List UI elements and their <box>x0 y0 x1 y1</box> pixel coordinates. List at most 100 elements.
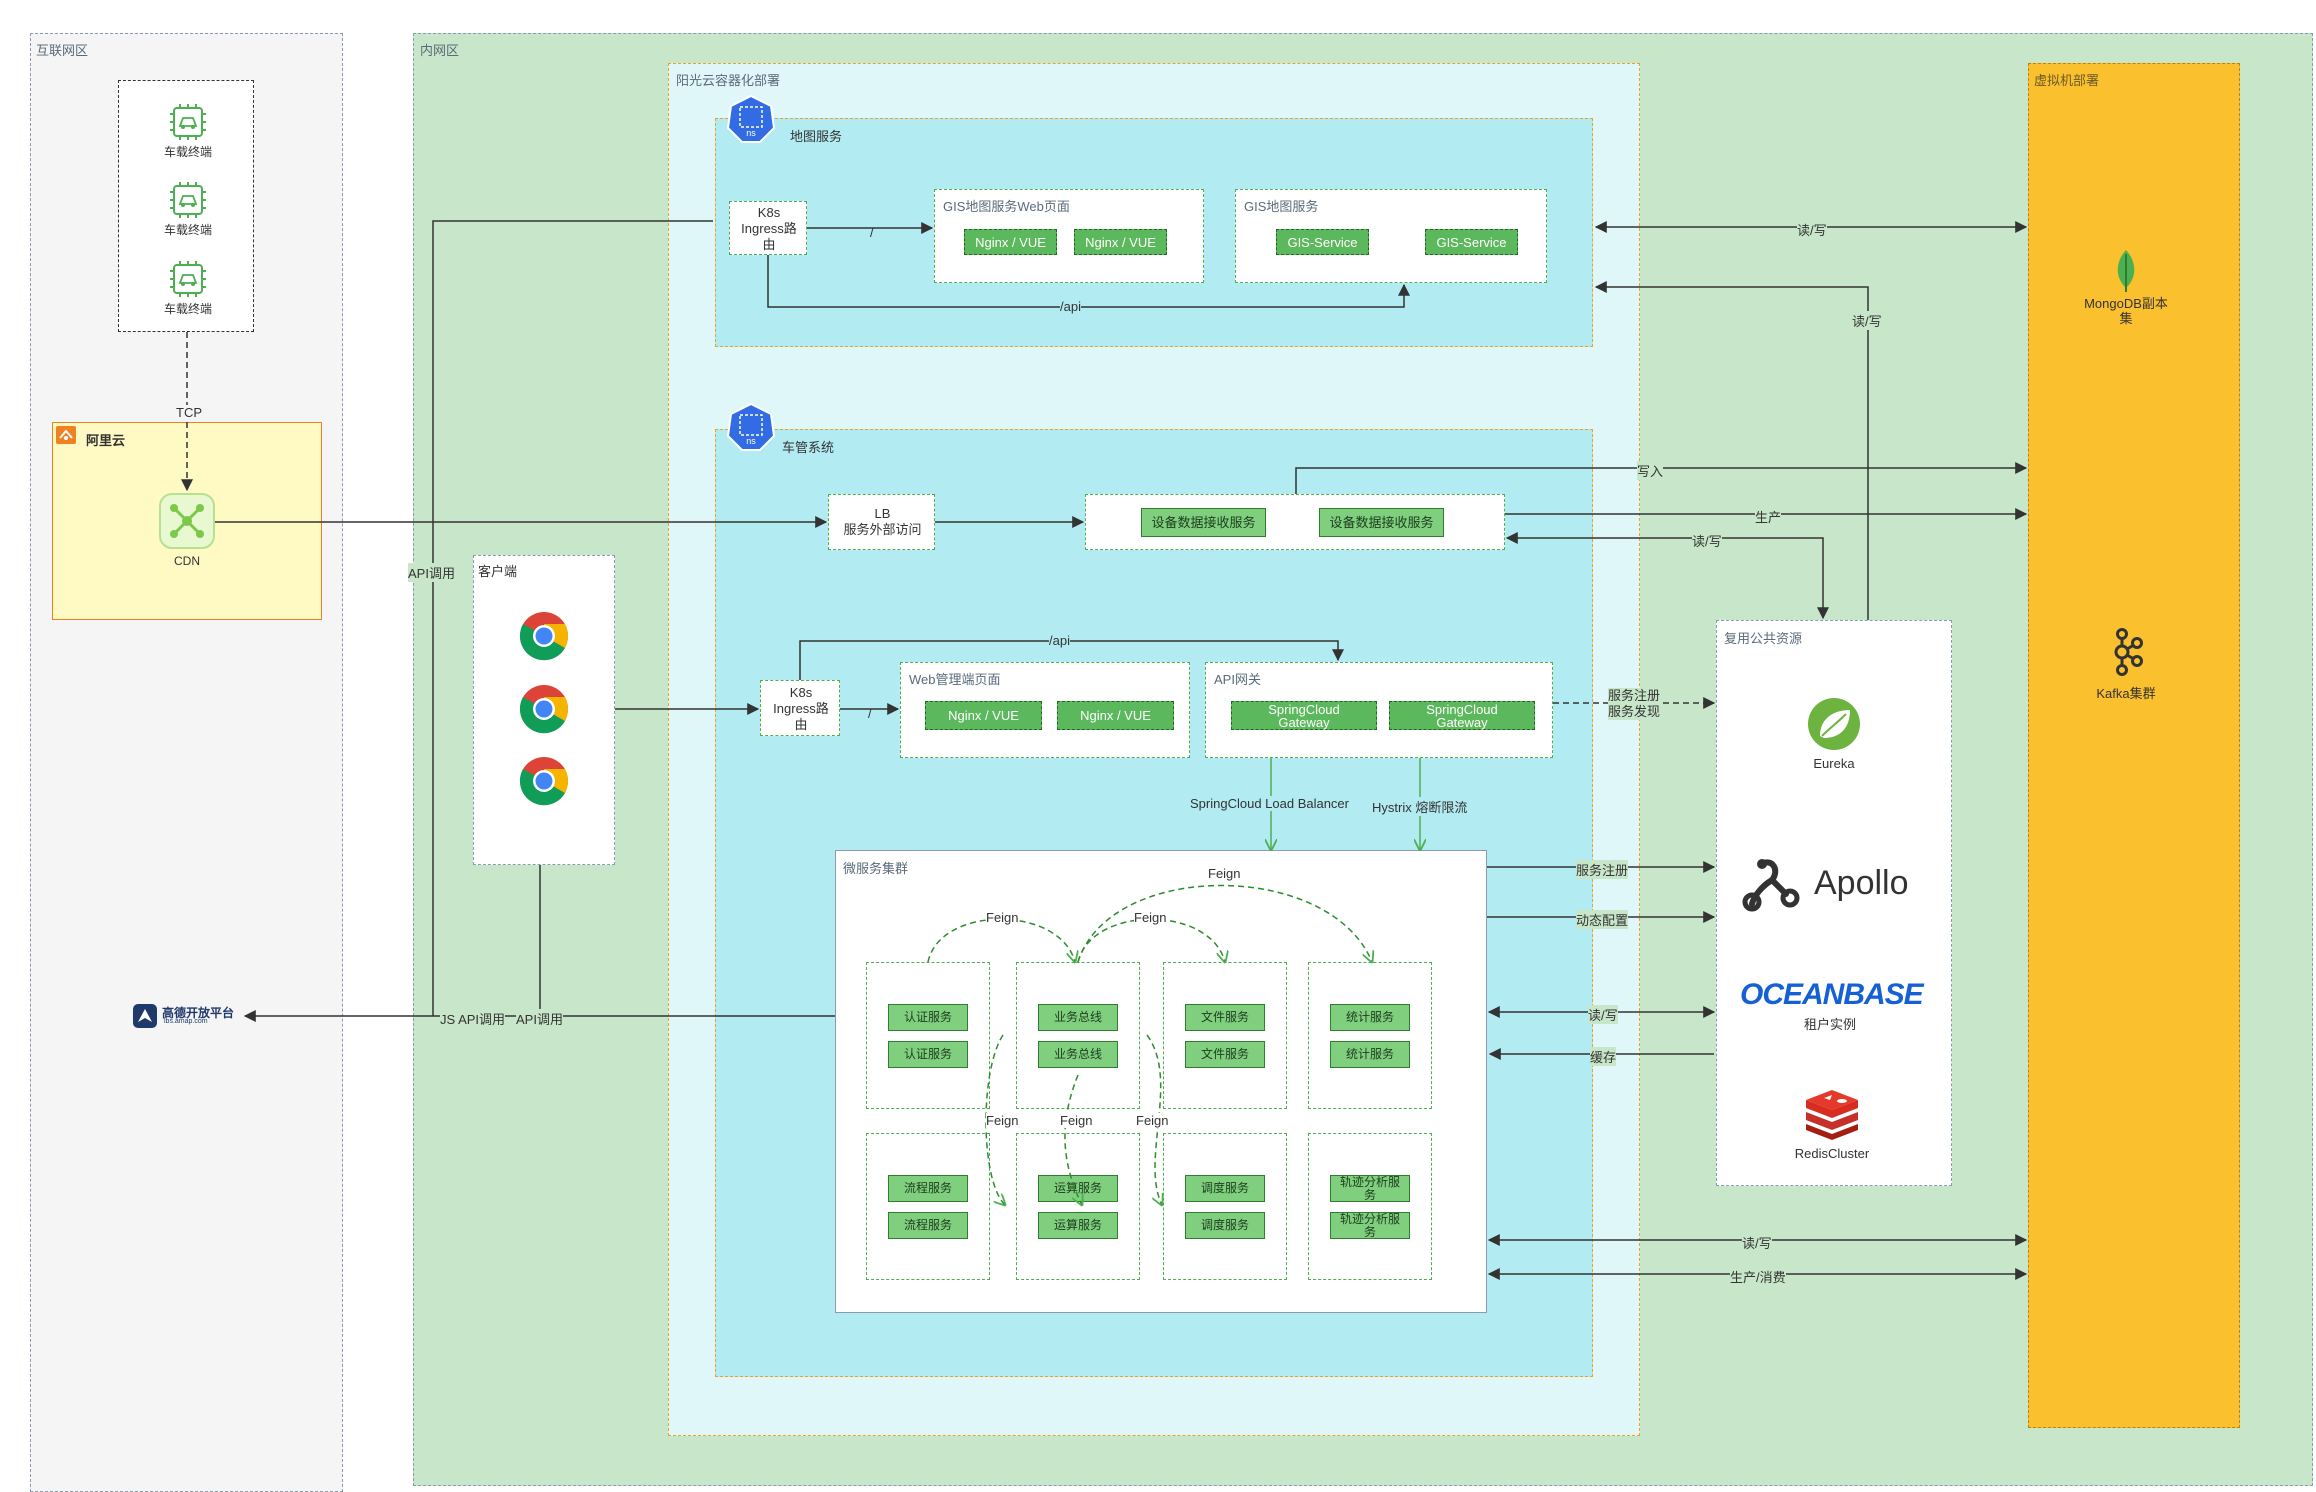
microservice-node: 业务总线 <box>1038 1041 1118 1068</box>
k8s-namespace-icon: ns <box>726 94 776 144</box>
redis-label: RedisCluster <box>1794 1146 1870 1161</box>
amap-icon <box>133 1004 157 1028</box>
spring-leaf-icon <box>1808 698 1860 750</box>
microservice-node: 业务总线 <box>1038 1004 1118 1031</box>
vehicle-terminal-label-1: 车载终端 <box>163 145 212 159</box>
aliyun-icon <box>56 426 76 444</box>
gis-service-node-1: GIS-Service <box>1276 229 1369 255</box>
edge-produce: 生产 <box>1755 507 1782 526</box>
microservice-node: 调度服务 <box>1185 1212 1265 1239</box>
gateway-node-2-label: SpringCloud Gateway <box>1426 701 1498 730</box>
microservice-node: 文件服务 <box>1185 1041 1265 1068</box>
map-ingress: K8s Ingress路 由 <box>729 201 807 255</box>
chrome-icon-2 <box>519 684 569 734</box>
edge-rw-oceanbase: 读/写 <box>1588 1005 1618 1024</box>
microservice-node: 文件服务 <box>1185 1004 1265 1031</box>
receiver-node-2: 设备数据接收服务 <box>1319 508 1444 537</box>
feign-label-5: Feign <box>1060 1113 1093 1128</box>
vehicle-terminal-2: 车载终端 <box>156 180 220 246</box>
microservice-node: 运算服务 <box>1038 1212 1118 1239</box>
gis-web-node-1: Nginx / VUE <box>964 229 1057 255</box>
aliyun-title: 阿里云 <box>86 433 126 448</box>
microservice-group <box>1308 962 1432 1109</box>
gateway-node-2: SpringCloud Gateway <box>1389 701 1535 730</box>
edge-rw-map: 读/写 <box>1797 220 1827 239</box>
map-ingress-label: K8s Ingress路 由 <box>741 205 797 252</box>
gateway-node-1: SpringCloud Gateway <box>1231 701 1377 730</box>
shared-resources-title: 复用公共资源 <box>1724 631 1803 646</box>
lb-label: SpringCloud Load Balancer <box>1190 796 1349 811</box>
microservice-group <box>866 1133 990 1280</box>
edge-register-discover: 服务注册 服务发现 <box>1608 688 1661 720</box>
lb-node-label: LB 服务外部访问 <box>843 506 922 537</box>
eureka-node: Eureka <box>1794 696 1874 776</box>
cdn-icon <box>159 493 215 549</box>
ns-label: ns <box>746 128 756 138</box>
cdn-node: CDN <box>152 492 222 572</box>
oceanbase-node: OCEANBASE 租户实例 <box>1740 978 1924 1038</box>
apollo-icon <box>1742 859 1800 912</box>
microservice-node: 流程服务 <box>888 1175 968 1202</box>
edge-tcp: TCP <box>176 405 202 420</box>
microservice-group <box>1163 962 1287 1109</box>
microservice-node: 认证服务 <box>888 1004 968 1031</box>
edge-api-call-2: API调用 <box>516 1009 563 1028</box>
map-service-title: 地图服务 <box>790 129 843 144</box>
chrome-icon-3 <box>519 756 569 806</box>
apollo-label: Apollo <box>1814 864 1909 902</box>
mongodb-leaf-icon <box>2117 250 2135 292</box>
receiver-node-1: 设备数据接收服务 <box>1141 508 1266 537</box>
microservice-group <box>866 962 990 1109</box>
vehicle-terminal-1: 车载终端 <box>156 102 220 168</box>
vm-ingress: K8s Ingress路 由 <box>760 680 840 736</box>
feign-label-3: Feign <box>1208 866 1241 881</box>
kafka-node: Kafka集群 <box>2086 627 2166 707</box>
microservice-node: 统计服务 <box>1330 1041 1410 1068</box>
microservice-group <box>1163 1133 1287 1280</box>
edge-write: 写入 <box>1637 461 1664 480</box>
vehicle-chip-icon <box>170 182 206 218</box>
kafka-label: Kafka集群 <box>2096 686 2156 701</box>
edge-rw-vm: 读/写 <box>1742 1233 1772 1252</box>
vehicle-chip-icon <box>170 104 206 140</box>
mongodb-label: MongoDB副本 集 <box>2084 296 2168 326</box>
microservice-group <box>1308 1133 1432 1280</box>
internet-zone-label: 互联网区 <box>36 43 89 58</box>
chrome-icon-1 <box>519 611 569 661</box>
gateway-node-1-label: SpringCloud Gateway <box>1268 701 1340 730</box>
redis-icon <box>1806 1090 1858 1140</box>
edge-cache: 缓存 <box>1590 1047 1617 1066</box>
feign-label-4: Feign <box>986 1113 1019 1128</box>
intranet-zone-label: 内网区 <box>420 43 460 58</box>
feign-label-1: Feign <box>986 910 1019 925</box>
lb-node: LB 服务外部访问 <box>828 494 935 550</box>
vm-zone-label: 虚拟机部署 <box>2034 73 2100 88</box>
mongodb-node: MongoDB副本 集 <box>2076 248 2176 334</box>
vm-zone <box>2028 63 2240 1428</box>
edge-produce-consume: 生产/消费 <box>1730 1267 1786 1286</box>
cdn-label: CDN <box>174 554 200 568</box>
oceanbase-logo-text: OCEANBASE <box>1740 978 1924 1011</box>
gis-web-group-title: GIS地图服务Web页面 <box>943 199 1070 214</box>
gis-web-node-2: Nginx / VUE <box>1074 229 1167 255</box>
microservice-node: 轨迹分析服 务 <box>1330 1212 1410 1239</box>
microservice-node: 调度服务 <box>1185 1175 1265 1202</box>
microservice-node: 轨迹分析服 务 <box>1330 1175 1410 1202</box>
microservice-node: 统计服务 <box>1330 1004 1410 1031</box>
edge-dynamic-config: 动态配置 <box>1576 910 1629 929</box>
oceanbase-sub: 租户实例 <box>1803 1017 1856 1032</box>
vehicle-terminal-3: 车载终端 <box>156 259 220 325</box>
gis-service-group-title: GIS地图服务 <box>1244 199 1319 214</box>
web-admin-node-1: Nginx / VUE <box>925 701 1042 730</box>
edge-rw-shared-map: 读/写 <box>1852 311 1882 330</box>
ns-label-2: ns <box>746 436 756 446</box>
amap-logo: 高德开放平台 lbs.amap.com <box>132 1003 244 1029</box>
web-admin-node-2: Nginx / VUE <box>1057 701 1174 730</box>
microservice-cluster-title: 微服务集群 <box>843 861 909 876</box>
feign-label-6: Feign <box>1136 1113 1169 1128</box>
vm-ingress-label: K8s Ingress路 由 <box>773 685 829 732</box>
api-gateway-group-title: API网关 <box>1214 672 1261 687</box>
vehicle-terminal-label-2: 车载终端 <box>163 223 212 237</box>
edge-register: 服务注册 <box>1576 860 1629 879</box>
